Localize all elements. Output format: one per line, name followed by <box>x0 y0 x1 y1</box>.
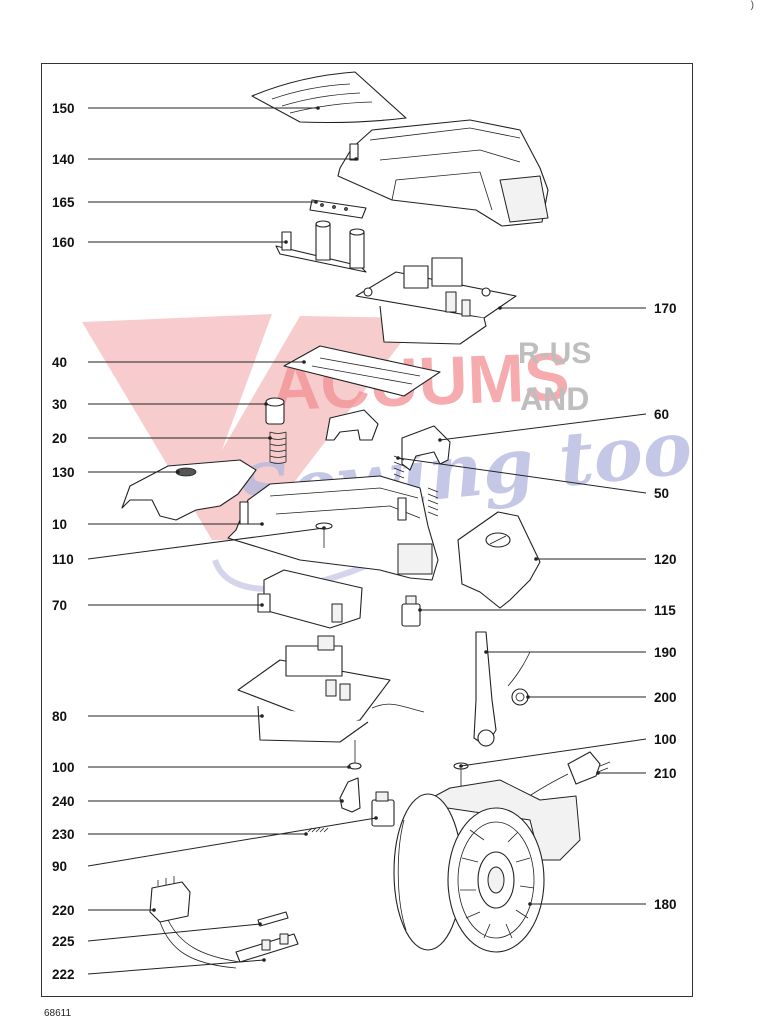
leader-line-110 <box>87 527 325 560</box>
watermark-word-rus: R-US <box>518 337 591 370</box>
part-label-190: 190 <box>654 645 677 660</box>
part-222-terminal-strip <box>235 933 299 963</box>
part-label-222: 222 <box>52 967 75 982</box>
part-label-70: 70 <box>52 598 67 613</box>
part-label-180: 180 <box>654 897 677 912</box>
leader-dot-170 <box>498 306 502 310</box>
leader-line-100b <box>460 738 647 767</box>
part-60-slider-left <box>325 409 379 441</box>
part-100-screw-left <box>348 740 362 770</box>
part-label-90: 90 <box>52 859 67 874</box>
part-label-220: 220 <box>52 903 75 918</box>
leader-dot-30 <box>264 402 268 406</box>
leader-dot-60 <box>438 438 442 442</box>
part-160-post-bracket <box>275 220 367 273</box>
leader-line-222 <box>87 959 265 975</box>
leader-dot-165 <box>314 200 318 204</box>
part-220-connector <box>149 876 241 969</box>
part-label-130: 130 <box>52 465 75 480</box>
leader-dot-140 <box>354 157 358 161</box>
part-label-150: 150 <box>52 101 75 116</box>
part-label-120: 120 <box>654 552 677 567</box>
part-150-label-plate <box>251 71 407 124</box>
part-170-pcb-upper <box>355 257 517 345</box>
leader-dot-200 <box>526 695 530 699</box>
diagram-frame <box>41 63 693 997</box>
part-180-cable-reel <box>393 779 581 953</box>
part-label-20: 20 <box>52 431 67 446</box>
leader-dot-100a <box>347 765 351 769</box>
leader-lines <box>87 106 647 975</box>
part-label-100b: 100 <box>654 732 677 747</box>
part-90-switch <box>371 791 395 827</box>
part-label-110: 110 <box>52 552 74 567</box>
leader-line-50 <box>397 457 647 494</box>
part-label-40: 40 <box>52 355 67 370</box>
leader-dot-20 <box>268 436 272 440</box>
part-label-165: 165 <box>52 195 75 210</box>
watermark-word-and: AND <box>520 381 589 417</box>
leader-dot-225 <box>258 922 262 926</box>
part-label-80: 80 <box>52 709 67 724</box>
part-40-label-plate <box>283 345 441 397</box>
part-label-60: 60 <box>654 407 669 422</box>
leader-dot-50 <box>396 456 400 460</box>
part-140-upper-housing <box>337 119 549 227</box>
diagram-code: 68611 <box>44 1008 72 1019</box>
part-label-170: 170 <box>654 301 677 316</box>
leader-dot-222 <box>262 958 266 962</box>
leader-line-60 <box>439 413 647 441</box>
leader-dot-210 <box>596 771 600 775</box>
part-115-micro-switch <box>401 595 421 627</box>
leader-dot-80 <box>260 714 264 718</box>
part-label-30: 30 <box>52 397 67 412</box>
part-label-230: 230 <box>52 827 75 842</box>
part-80-pcb-lower <box>237 635 425 743</box>
leader-dot-115 <box>418 608 422 612</box>
leader-dot-160 <box>284 240 288 244</box>
leader-dot-240 <box>340 799 344 803</box>
leader-dot-110 <box>322 526 326 530</box>
part-label-140: 140 <box>52 152 75 167</box>
leader-dot-70 <box>260 603 264 607</box>
leader-dot-150 <box>316 106 320 110</box>
leader-dot-90 <box>374 816 378 820</box>
leader-dot-220 <box>152 908 156 912</box>
part-label-240: 240 <box>52 794 75 809</box>
part-label-160: 160 <box>52 235 75 250</box>
leader-line-90 <box>87 817 377 867</box>
part-165-strip <box>309 199 367 219</box>
part-70-switch-block <box>257 569 363 629</box>
part-label-225: 225 <box>52 934 75 949</box>
leader-dot-40 <box>302 360 306 364</box>
part-labels: 150 140 165 160 170 40 30 60 20 130 50 10 110 120 70 11… <box>52 101 677 982</box>
part-label-115: 115 <box>654 603 676 618</box>
corner-mark: ) <box>750 0 754 11</box>
leader-dot-100b <box>459 764 463 768</box>
part-label-50: 50 <box>654 486 669 501</box>
leader-dot-120 <box>534 557 538 561</box>
leader-dot-130 <box>176 470 180 474</box>
leader-dot-230 <box>304 832 308 836</box>
part-230-small-spring <box>307 827 329 833</box>
part-200-grommet <box>511 688 529 706</box>
part-10-main-housing <box>227 475 439 581</box>
leader-line-225 <box>87 923 261 942</box>
part-label-200: 200 <box>654 690 677 705</box>
part-30-button-cap <box>265 397 285 425</box>
part-190-lever <box>473 631 531 747</box>
leader-dot-180 <box>528 902 532 906</box>
leader-dot-10 <box>260 522 264 526</box>
part-label-100a: 100 <box>52 760 75 775</box>
part-225-pin <box>257 911 289 927</box>
part-60-slider-right <box>401 425 451 471</box>
part-240-clip <box>339 777 361 813</box>
part-label-10: 10 <box>52 517 67 532</box>
leader-dot-190 <box>484 650 488 654</box>
part-120-side-cover <box>457 511 541 609</box>
part-label-210: 210 <box>654 766 677 781</box>
